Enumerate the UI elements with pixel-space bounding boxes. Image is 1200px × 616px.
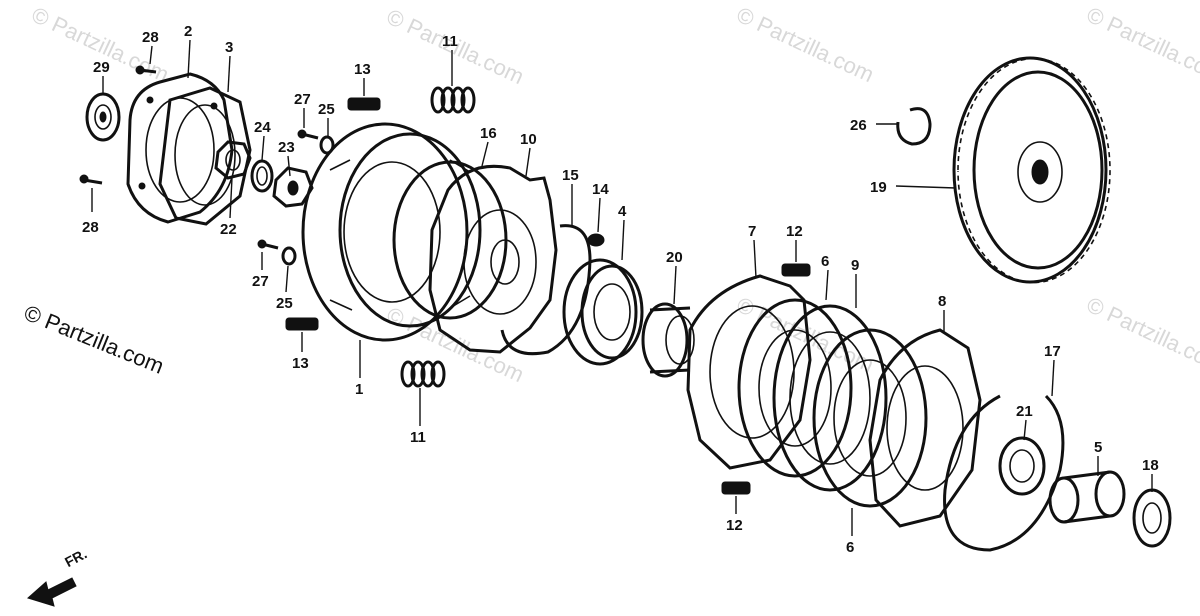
callout-4: 4	[618, 203, 627, 220]
part-9-plate	[772, 304, 888, 492]
part-22-nut	[214, 140, 252, 180]
part-8-pressure-plate	[868, 328, 982, 528]
part-1-clutch-outer	[301, 122, 482, 342]
callout-29: 29	[93, 59, 110, 76]
part-19-primary-driven-gear	[952, 56, 1111, 284]
part-4-one-way-clutch	[562, 258, 644, 366]
watermark: © Partzilla.com	[1083, 292, 1200, 377]
callout-24: 24	[254, 119, 271, 136]
callout-27-lower: 27	[252, 273, 269, 290]
callout-21: 21	[1016, 403, 1033, 420]
part-29-bearing	[85, 92, 121, 142]
part-14-clip	[587, 233, 605, 247]
part-13-spring-lower	[285, 317, 319, 331]
callout-26: 26	[850, 117, 867, 134]
callout-labels: 29 28 2 3 28 22 24 23 27 25 27 25 13 13 …	[82, 23, 1159, 556]
leader-lines	[91, 39, 1153, 536]
part-5-needle-bearing	[1048, 470, 1126, 524]
callout-13-lower: 13	[292, 355, 309, 372]
callout-19: 19	[870, 179, 887, 196]
callout-27-upper: 27	[294, 91, 311, 108]
callout-25-upper: 25	[318, 101, 335, 118]
callout-15: 15	[562, 167, 579, 184]
callout-6-upper: 6	[821, 253, 829, 270]
part-3-cover-plate	[158, 86, 252, 226]
part-12-spring-lower	[721, 481, 751, 495]
part-10-drive-plate	[428, 164, 558, 354]
part-28-bolt-upper	[135, 65, 157, 75]
callout-6-lower: 6	[846, 539, 854, 556]
callout-13-upper: 13	[354, 61, 371, 78]
part-25-washer-upper	[319, 135, 335, 155]
part-28-bolt-lower	[79, 174, 103, 185]
callout-5: 5	[1094, 439, 1102, 456]
part-17-snap-ring	[943, 394, 1065, 552]
part-6-friction-disc-a	[737, 298, 853, 478]
callout-10: 10	[520, 131, 537, 148]
part-11-spring-lower	[400, 360, 446, 388]
part-6-friction-disc-b	[812, 328, 928, 508]
part-7-clutch-plate	[686, 274, 812, 470]
callout-11-lower: 11	[410, 429, 426, 446]
callout-17: 17	[1044, 343, 1061, 360]
watermark: © Partzilla.com	[733, 2, 878, 87]
callout-28-lower: 28	[82, 219, 99, 236]
watermark: © Partzilla.com	[1083, 2, 1200, 87]
part-26-circlip	[896, 107, 932, 146]
part-18-washer	[1132, 488, 1172, 548]
callout-16: 16	[480, 125, 497, 142]
callout-28-upper: 28	[142, 29, 159, 46]
callout-8: 8	[938, 293, 946, 310]
callout-23: 23	[278, 139, 295, 156]
part-24-washer	[250, 159, 274, 193]
part-25-washer-lower	[281, 246, 297, 266]
part-11-spring-upper	[430, 86, 476, 114]
part-13-spring-upper	[347, 97, 381, 111]
part-21-gear	[998, 436, 1046, 496]
part-12-spring-upper	[781, 263, 811, 277]
callout-12-upper: 12	[786, 223, 803, 240]
part-15-circlip	[500, 224, 592, 356]
callout-20: 20	[666, 249, 683, 266]
part-27-bolt-lower	[257, 239, 279, 250]
callout-9: 9	[851, 257, 859, 274]
callout-22: 22	[220, 221, 237, 238]
watermark: © Partzilla.com	[383, 302, 528, 387]
part-27-bolt-upper	[297, 129, 319, 140]
callout-12-lower: 12	[726, 517, 743, 534]
callout-11-upper: 11	[442, 33, 458, 50]
callout-18: 18	[1142, 457, 1159, 474]
callout-2: 2	[184, 23, 192, 40]
callout-14: 14	[592, 181, 609, 198]
callout-25-lower: 25	[276, 295, 293, 312]
callout-7: 7	[748, 223, 756, 240]
callout-1: 1	[355, 381, 363, 398]
fr-arrow-icon	[27, 577, 77, 607]
part-20-collar	[641, 302, 695, 378]
callout-3: 3	[225, 39, 233, 56]
